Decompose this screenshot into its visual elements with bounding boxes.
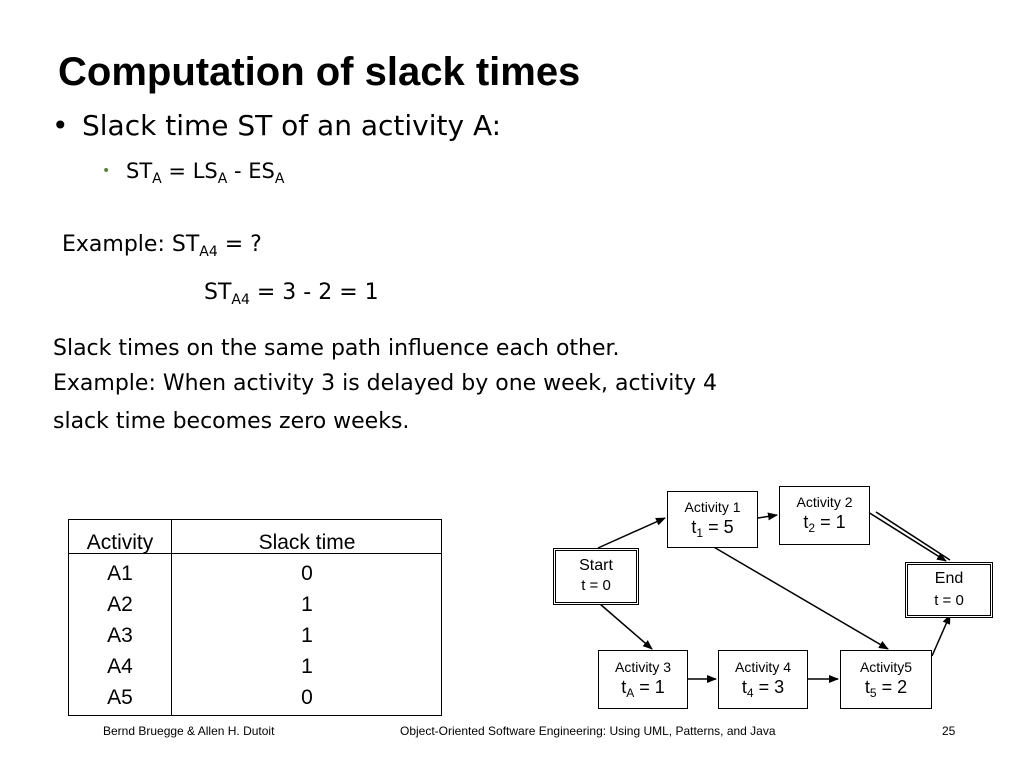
table-cell: A2 bbox=[107, 593, 133, 616]
paragraph-line-1: Slack times on the same path influence e… bbox=[53, 336, 620, 361]
node-activity-4: Activity 4 t4 = 3 bbox=[718, 650, 808, 709]
node-end: End t = 0 bbox=[905, 562, 993, 618]
node-activity-5: Activity5 t5 = 2 bbox=[840, 650, 932, 709]
table-cell: A5 bbox=[107, 686, 133, 709]
formula-ls-sub: A bbox=[217, 171, 228, 187]
table-header-activity: Activity bbox=[86, 531, 154, 554]
duration-sub: A bbox=[626, 686, 635, 700]
node-start-time: t = 0 bbox=[581, 577, 611, 594]
duration-sub: 1 bbox=[696, 526, 704, 540]
bullet-slack-formula: •STA = LSA - ESA bbox=[102, 154, 284, 196]
edge-activity1-activity5 bbox=[711, 545, 889, 650]
node-activity-3: Activity 3 tA = 1 bbox=[598, 650, 688, 709]
node-activity-2: Activity 2 t2 = 1 bbox=[779, 486, 870, 545]
bullet-text: Slack time ST of an activity A: bbox=[82, 109, 502, 142]
formula-ls: = LS bbox=[161, 159, 218, 183]
example-question-suffix: = ? bbox=[217, 232, 262, 257]
table-header-slack: Slack time bbox=[258, 531, 356, 554]
bullet-dot: • bbox=[52, 109, 69, 142]
example-answer-prefix: ST bbox=[204, 280, 232, 305]
formula-es-sub: A bbox=[274, 171, 285, 187]
node-activity-1-name: Activity 1 bbox=[684, 499, 741, 515]
edge-start-activity3 bbox=[599, 603, 653, 650]
edge-activity2-end-outer bbox=[875, 511, 951, 561]
node-activity-4-name: Activity 4 bbox=[734, 659, 791, 675]
edge-start-activity1 bbox=[597, 517, 666, 549]
footer-book-title: Object-Oriented Software Engineering: Us… bbox=[400, 724, 776, 738]
formula-st: ST bbox=[126, 159, 153, 183]
duration-value: = 2 bbox=[876, 677, 908, 697]
duration-symbol: t bbox=[864, 677, 870, 697]
edge-activity5-end bbox=[931, 614, 951, 657]
table-cell: A3 bbox=[107, 624, 133, 647]
node-activity-1-duration: t1 = 5 bbox=[668, 516, 757, 544]
slack-time-table: Activity Slack time A1 0 A2 1 A3 1 A4 1 … bbox=[68, 519, 442, 716]
duration-symbol: t bbox=[691, 517, 697, 537]
node-activity-5-name: Activity5 bbox=[859, 659, 913, 675]
table-cell: 1 bbox=[301, 593, 313, 616]
node-activity-3-duration: tA = 1 bbox=[599, 676, 687, 704]
duration-sub: 2 bbox=[808, 521, 816, 535]
duration-sub: 4 bbox=[746, 686, 754, 700]
table-cell: 0 bbox=[301, 686, 313, 709]
bullet-slack-definition: • Slack time ST of an activity A: bbox=[52, 106, 501, 146]
example-question: Example: STA4 = ? bbox=[62, 229, 262, 268]
node-activity-1: Activity 1 t1 = 5 bbox=[667, 491, 758, 548]
table-cell: 1 bbox=[301, 624, 313, 647]
footer-authors: Bernd Bruegge & Allen H. Dutoit bbox=[103, 724, 275, 738]
formula-es: - ES bbox=[227, 159, 275, 183]
duration-symbol: t bbox=[621, 677, 627, 697]
edge-activity1-activity2 bbox=[757, 512, 778, 521]
example-question-sub: A4 bbox=[199, 244, 218, 260]
node-activity-2-duration: t2 = 1 bbox=[780, 511, 869, 539]
table-cell: 0 bbox=[301, 562, 313, 585]
node-start: Start t = 0 bbox=[553, 548, 639, 605]
duration-symbol: t bbox=[741, 677, 747, 697]
node-activity-5-duration: t5 = 2 bbox=[841, 676, 931, 704]
duration-symbol: t bbox=[803, 512, 809, 532]
slide-title: Computation of slack times bbox=[58, 50, 581, 94]
node-start-name: Start bbox=[579, 557, 613, 574]
paragraph-line-2: Example: When activity 3 is delayed by o… bbox=[53, 371, 718, 396]
example-question-prefix: Example: ST bbox=[62, 232, 200, 257]
table-cell: 1 bbox=[301, 655, 313, 678]
duration-value: = 1 bbox=[815, 512, 846, 532]
table-column-divider bbox=[171, 520, 172, 715]
table-cell: A4 bbox=[107, 655, 133, 678]
duration-sub: 5 bbox=[869, 686, 877, 700]
node-end-time: t = 0 bbox=[934, 592, 964, 609]
example-answer-suffix: = 3 - 2 = 1 bbox=[249, 280, 379, 305]
duration-value: = 1 bbox=[634, 677, 665, 697]
example-answer: STA4 = 3 - 2 = 1 bbox=[204, 277, 379, 316]
node-end-name: End bbox=[934, 570, 964, 587]
formula-st-sub: A bbox=[152, 171, 162, 187]
table-cell: A1 bbox=[107, 562, 133, 585]
duration-value: = 3 bbox=[753, 677, 785, 697]
duration-value: = 5 bbox=[703, 517, 734, 537]
paragraph-line-3: slack time becomes zero weeks. bbox=[53, 409, 410, 434]
table-header-divider bbox=[69, 553, 441, 554]
bullet-dot: • bbox=[102, 163, 111, 179]
footer-page-number: 25 bbox=[942, 724, 956, 738]
node-activity-4-duration: t4 = 3 bbox=[719, 676, 807, 704]
edge-activity2-end bbox=[867, 511, 947, 562]
node-activity-3-name: Activity 3 bbox=[614, 659, 671, 675]
example-answer-sub: A4 bbox=[231, 292, 250, 308]
node-activity-2-name: Activity 2 bbox=[796, 494, 853, 510]
